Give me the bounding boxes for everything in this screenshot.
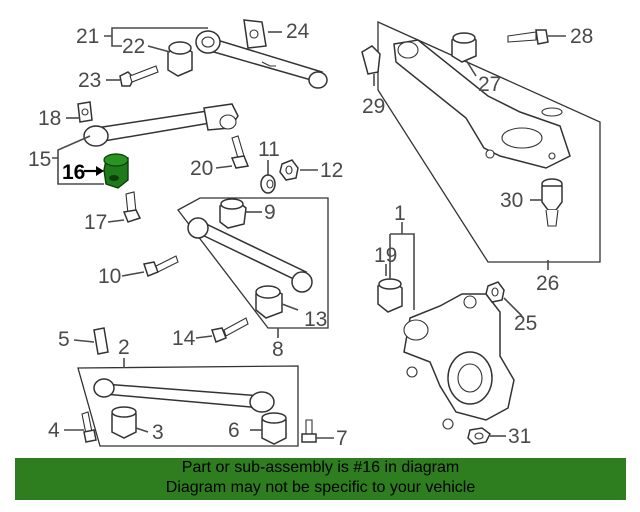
callout-27: 27 [478, 73, 501, 96]
callout-9: 9 [264, 201, 276, 224]
bracket-18 [77, 101, 93, 123]
callout-15: 15 [28, 148, 51, 171]
bushing-6 [261, 412, 287, 445]
callout-10: 10 [98, 265, 121, 288]
callout-24: 24 [286, 20, 310, 43]
callout-25: 25 [514, 312, 537, 335]
callout-13: 13 [304, 308, 327, 331]
callout-16: 16 [62, 161, 85, 184]
control-arm-8 [187, 217, 313, 293]
nut-31 [467, 427, 491, 445]
bolt-23 [119, 65, 159, 87]
callout-21: 21 [76, 25, 99, 48]
bolt-7 [301, 419, 317, 443]
callout-8: 8 [272, 338, 284, 361]
callout-11: 11 [258, 138, 280, 161]
callout-4: 4 [48, 419, 60, 442]
bolt-28 [507, 29, 549, 45]
nut-25 [485, 281, 505, 303]
callout-29: 29 [362, 95, 385, 118]
callout-16-arrowhead [96, 166, 104, 176]
callout-28: 28 [570, 25, 593, 48]
nut-12 [279, 159, 299, 181]
crossmember-26 [393, 39, 571, 169]
clip-29 [361, 45, 381, 75]
info-banner: Part or sub-assembly is #16 in diagram D… [15, 458, 626, 500]
banner-line-2: Diagram may not be specific to your vehi… [165, 479, 476, 496]
bushing-27 [451, 32, 477, 63]
callout-19: 19 [374, 244, 397, 267]
knuckle-1 [403, 293, 515, 430]
leader-lines [52, 27, 566, 439]
bolt-14 [211, 317, 249, 343]
bushing-13 [255, 285, 283, 319]
control-arm-2 [93, 378, 275, 413]
callout-5: 5 [58, 328, 70, 351]
bushing-9 [219, 198, 247, 229]
callout-30: 30 [500, 189, 523, 212]
callout-26: 26 [536, 272, 559, 295]
bolt-20 [230, 135, 250, 169]
callout-18: 18 [38, 107, 61, 130]
callout-14: 14 [172, 327, 196, 350]
callout-3: 3 [152, 421, 164, 444]
washer-11 [260, 174, 276, 194]
callout-17: 17 [84, 211, 107, 234]
callout-20: 20 [190, 157, 213, 180]
callout-23: 23 [78, 69, 101, 92]
bolt-5 [93, 327, 109, 355]
bushing-3 [111, 406, 137, 439]
banner-line-1: Part or sub-assembly is #16 in diagram [181, 459, 460, 476]
bolt-4 [81, 411, 97, 443]
callout-12: 12 [320, 159, 343, 182]
mount-30 [541, 178, 563, 227]
bushing-22 [167, 41, 193, 77]
callout-6: 6 [228, 419, 240, 442]
callout-1: 1 [394, 202, 406, 225]
bracket-24 [243, 19, 267, 49]
bolt-10 [143, 255, 179, 277]
callout-22: 22 [122, 35, 145, 58]
lower-arm-15 [83, 103, 239, 147]
bushing-16-highlighted [103, 153, 129, 189]
callout-7: 7 [336, 427, 348, 450]
callout-31: 31 [508, 425, 531, 448]
bushing-19 [377, 278, 403, 313]
bolt-17 [122, 191, 142, 223]
upper-arm-21 [195, 30, 328, 89]
callout-2: 2 [118, 336, 130, 359]
